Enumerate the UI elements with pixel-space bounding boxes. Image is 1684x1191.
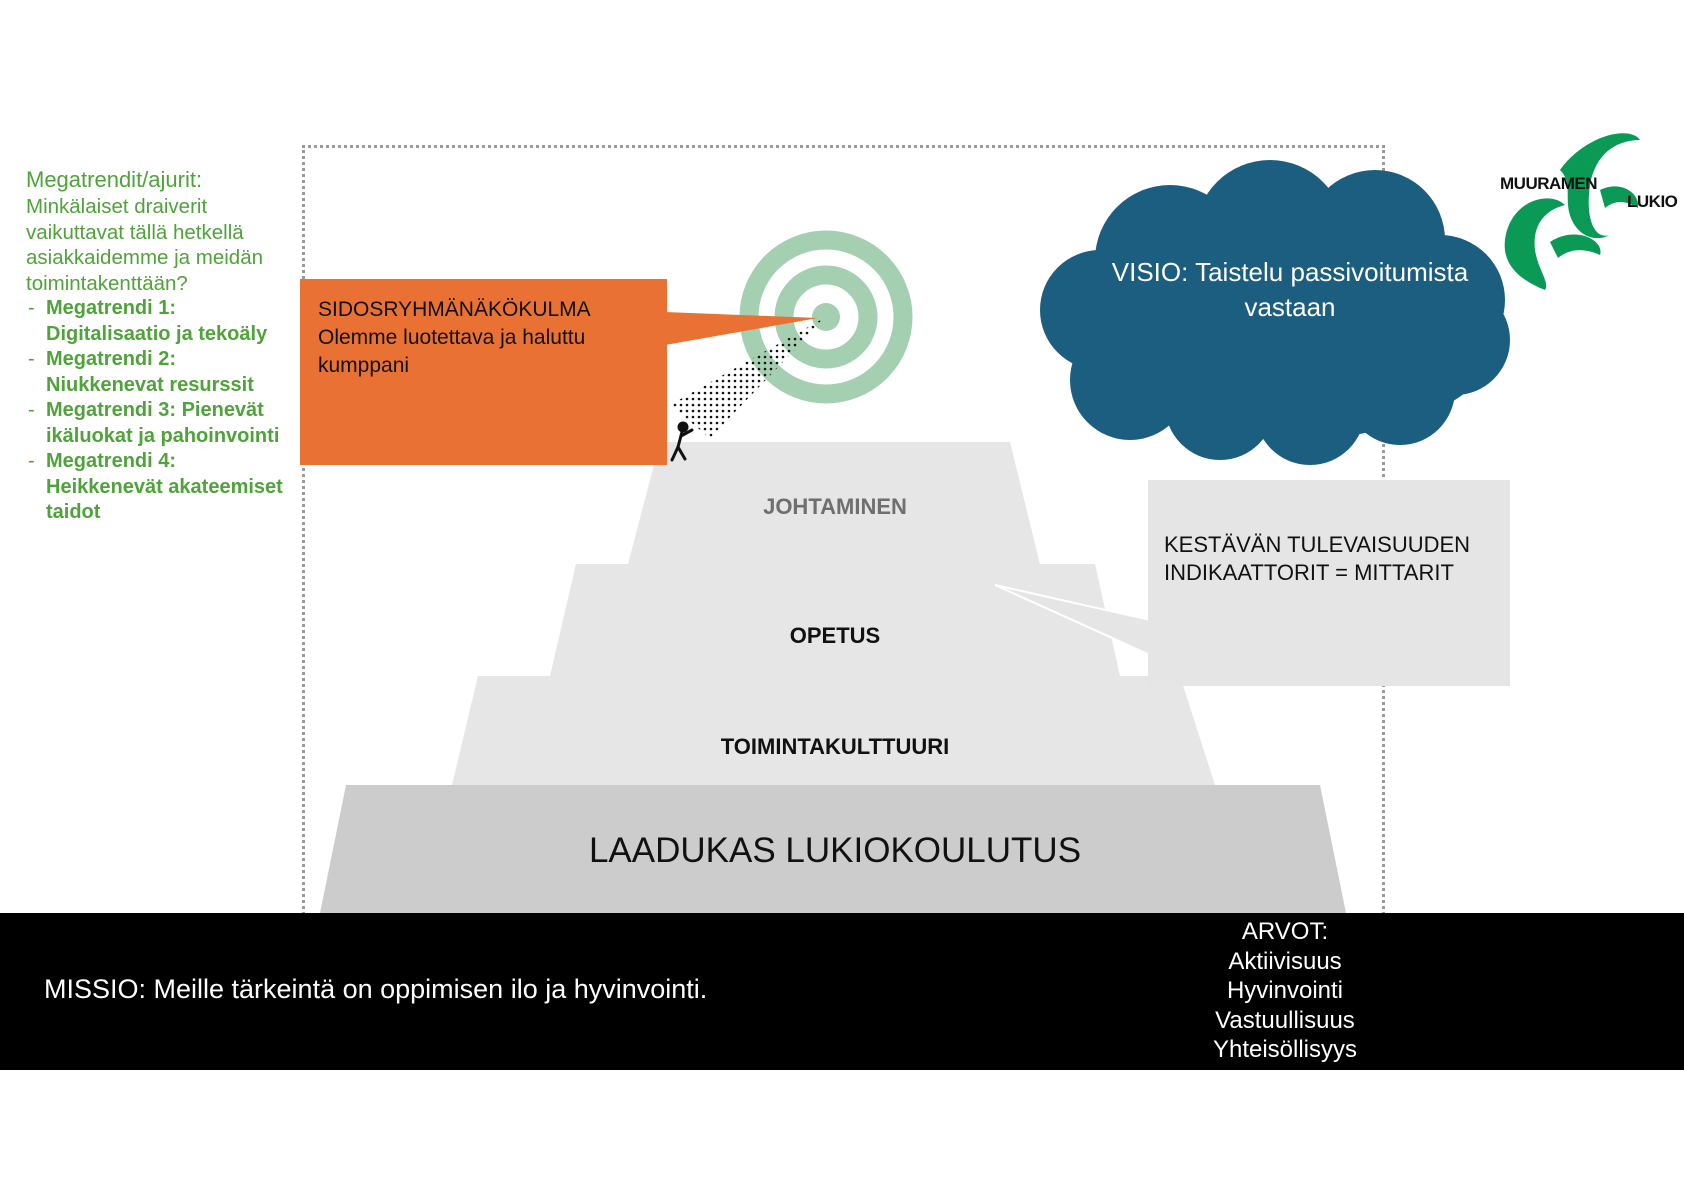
values-list: ARVOT: Aktiivisuus Hyvinvointi Vastuulli… [1180,917,1390,1065]
megatrends-list: Megatrendi 1: Digitalisaatio ja tekoäly … [26,296,294,526]
logo-word-muuramen: MUURAMEN [1500,174,1598,193]
pyramid-tier-johtaminen [628,442,1040,564]
stakeholder-heading: SIDOSRYHMÄNÄKÖKULMA [318,298,591,321]
megatrend-item: Megatrendi 3: Pienevät ikäluokat ja paho… [26,398,294,449]
megatrends-question: Minkälaiset draiverit vaikuttavat tällä … [26,195,264,295]
vision-cloud [1040,160,1510,465]
pyramid-base [320,785,1346,913]
megatrend-item: Megatrendi 4: Heikkenevät akateemiset ta… [26,449,294,526]
values-title: ARVOT: [1241,918,1329,945]
megatrends-panel: Megatrendit/ajurit: Minkälaiset draiveri… [26,166,294,526]
vision-text: VISIO: Taistelu passivoitumista vastaan [1111,257,1469,322]
value-item: Vastuullisuus [1215,1006,1355,1034]
beam-icon [670,317,826,438]
pyramid-tier-opetus [550,564,1120,676]
tier-label-base: LAADUKAS LUKIOKOULUTUS [588,831,1082,870]
logo-emblem-icon [1504,133,1640,290]
megatrends-title: Megatrendit/ajurit: [26,167,203,192]
pyramid-tier-toimintakulttuuri [452,676,1215,785]
mission-band [0,913,1684,1070]
person-pushing-icon [670,421,694,462]
logo-word-lukio: LUKIO [1627,192,1678,211]
megatrend-item: Megatrendi 2: Niukkenevat resurssit [26,347,294,398]
stakeholder-box: SIDOSRYHMÄNÄKÖKULMA Olemme luotettava ja… [300,279,667,465]
mission-text: MISSIO: Meille tärkeintä on oppimisen il… [44,974,708,1004]
value-item: Hyvinvointi [1226,977,1344,1004]
megatrend-item: Megatrendi 1: Digitalisaatio ja tekoäly [26,296,294,347]
stakeholder-text: Olemme luotettava ja haluttu kumppani [318,326,586,377]
logo: MUURAMEN LUKIO [1490,130,1680,290]
stakeholder-callout-pointer [665,312,818,345]
tier-label-toimintakulttuuri: TOIMINTAKULTTUURI [720,734,950,759]
value-item: Aktiivisuus [1228,947,1342,975]
value-item: Yhteisöllisyys [1212,1036,1358,1063]
indicators-box: KESTÄVÄN TULEVAISUUDEN INDIKAATTORIT = M… [1148,480,1510,686]
tier-label-johtaminen: JOHTAMINEN [763,494,907,519]
indicators-text: KESTÄVÄN TULEVAISUUDEN INDIKAATTORIT = M… [1164,532,1471,585]
tier-label-opetus: OPETUS [789,623,881,648]
